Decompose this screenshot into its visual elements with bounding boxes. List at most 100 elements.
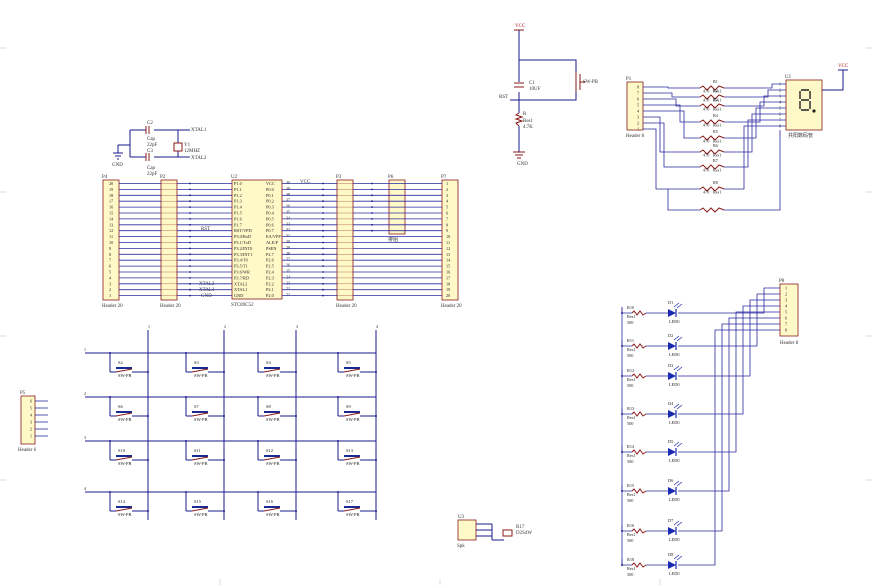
u2-right-pin: P2.5 bbox=[266, 264, 274, 269]
led-diode-icon bbox=[668, 487, 676, 495]
junction-dot bbox=[322, 206, 324, 209]
u2-left-pin: P1.2 bbox=[234, 193, 242, 198]
p4-pin-number: 10 bbox=[109, 240, 113, 245]
p8-label: Header 8 bbox=[780, 341, 799, 346]
p2-label: Header 20 bbox=[160, 304, 181, 309]
r17-value: D2S4W bbox=[516, 531, 532, 536]
p1-pin-number: 7 bbox=[637, 91, 639, 96]
keypad-switch-wire bbox=[257, 397, 296, 417]
led-diode-label: LED0 bbox=[669, 382, 680, 387]
led-resistor-value: 500 bbox=[627, 353, 633, 358]
led-wire bbox=[621, 287, 780, 314]
switch-label: SW-PB bbox=[118, 417, 132, 422]
xtal1-net: XTAL1 bbox=[191, 128, 207, 133]
switch-label: SW-PB bbox=[266, 512, 280, 517]
junction-dot bbox=[337, 352, 339, 354]
junction-dot bbox=[223, 371, 225, 373]
junction-dot bbox=[109, 491, 111, 493]
segment-resistor bbox=[699, 119, 725, 125]
u2-right-pin: P0.3 bbox=[266, 205, 274, 210]
segment-resistor-label: Res1 bbox=[713, 123, 721, 128]
led-diode-label: LED0 bbox=[669, 319, 680, 324]
switch-contact bbox=[115, 368, 133, 373]
led-diode-label: LED0 bbox=[669, 497, 680, 502]
p7-pin-number: 17 bbox=[446, 275, 450, 280]
reset-rst-net: RST bbox=[499, 95, 508, 100]
led-resistor-value: 500 bbox=[627, 538, 633, 543]
segment-resistor bbox=[699, 85, 725, 91]
junction-dot bbox=[189, 194, 191, 197]
junction-dot bbox=[322, 223, 324, 226]
segment-wire bbox=[643, 83, 786, 89]
u2-left-pin: P3.7/RD bbox=[234, 275, 249, 280]
junction-dot bbox=[189, 235, 191, 238]
u2-left-pin: P1.0 bbox=[234, 181, 242, 186]
junction-dot bbox=[295, 371, 297, 373]
switch-actuator bbox=[344, 367, 360, 369]
switch-label: SW-PB bbox=[194, 417, 208, 422]
u1-pin-number: 8 bbox=[779, 124, 781, 129]
switch-contact bbox=[191, 507, 209, 512]
u2-left-pin: P3.2/INT0 bbox=[234, 246, 252, 251]
junction-dot bbox=[375, 459, 377, 461]
junction-dot bbox=[147, 371, 149, 373]
led-wire bbox=[621, 305, 780, 415]
junction-dot bbox=[322, 288, 324, 291]
u2-pin-number: 22 bbox=[286, 286, 290, 291]
p8-pin-number: 1 bbox=[785, 286, 787, 291]
u2-right-pin: P2.4 bbox=[266, 270, 275, 275]
keypad-column-number: 1 bbox=[148, 324, 150, 329]
junction-dot bbox=[109, 396, 111, 398]
led-diode-name: D2 bbox=[668, 333, 673, 338]
led-resistor-name: R12 bbox=[627, 368, 634, 373]
buzzer-circuit: U3 Spk R17 D2S4W bbox=[457, 515, 532, 549]
reset-button-label: SW-PB bbox=[583, 80, 599, 85]
switch-name: S14 bbox=[118, 499, 126, 504]
c2-type: Cap bbox=[147, 137, 156, 142]
junction-dot bbox=[371, 194, 373, 197]
u2-rst-net: RST bbox=[201, 227, 210, 232]
junction-dot bbox=[322, 218, 324, 220]
switch-name: S4 bbox=[266, 360, 272, 365]
p2-header bbox=[160, 179, 178, 301]
led-resistor-value: 500 bbox=[627, 459, 633, 464]
junction-dot bbox=[189, 188, 191, 191]
u1-pin-number: 7 bbox=[779, 118, 781, 123]
p8-pin-number: 3 bbox=[785, 298, 787, 303]
switch-label: SW-PB bbox=[118, 373, 132, 378]
junction-dot bbox=[375, 371, 377, 373]
u2-label: STC89C52 bbox=[231, 303, 254, 308]
led-resistor-value: 500 bbox=[627, 421, 633, 426]
led-diode-icon bbox=[668, 527, 676, 535]
p4-pin-number: 18 bbox=[109, 193, 113, 198]
junction-dot bbox=[189, 212, 191, 214]
u2-xtal1-net: XTAL1 bbox=[199, 288, 215, 293]
c1-value: 10UF bbox=[529, 87, 541, 92]
p7-header bbox=[441, 179, 459, 301]
led-resistor-label: Res1 bbox=[627, 492, 636, 497]
u2-pin-number: 24 bbox=[286, 274, 290, 279]
led-circuit: P8 Header 8 R10Res1500D1LED01R11Res1500D… bbox=[621, 279, 799, 577]
u2-right-pin: P0.1 bbox=[266, 193, 274, 198]
segment-resistor-label: Res1 bbox=[713, 98, 721, 103]
keypad-column-number: 4 bbox=[376, 324, 378, 329]
p1-pin-number: 1 bbox=[637, 127, 639, 132]
segment-resistor-value: 470 bbox=[703, 98, 709, 103]
led-light-rays-icon bbox=[673, 554, 683, 561]
u1-pin-number: 3 bbox=[779, 94, 781, 99]
u2-left-pin: RST/VPD bbox=[234, 228, 252, 233]
segment-resistor-value: 470 bbox=[703, 89, 709, 94]
p5-name: P5 bbox=[20, 391, 26, 396]
led-diode-label: LED0 bbox=[669, 458, 680, 463]
u2-pin-number: 21 bbox=[286, 292, 290, 297]
junction-dot bbox=[189, 182, 191, 185]
u1-pin-number: 2 bbox=[779, 88, 781, 93]
u2-left-pin: P3.0/RxD bbox=[234, 234, 251, 239]
led-resistor bbox=[631, 528, 647, 534]
led-resistor-name: R11 bbox=[627, 338, 634, 343]
switch-label: SW-PB bbox=[118, 461, 132, 466]
p4-pin-number: 4 bbox=[109, 275, 112, 280]
switch-actuator bbox=[116, 506, 132, 508]
